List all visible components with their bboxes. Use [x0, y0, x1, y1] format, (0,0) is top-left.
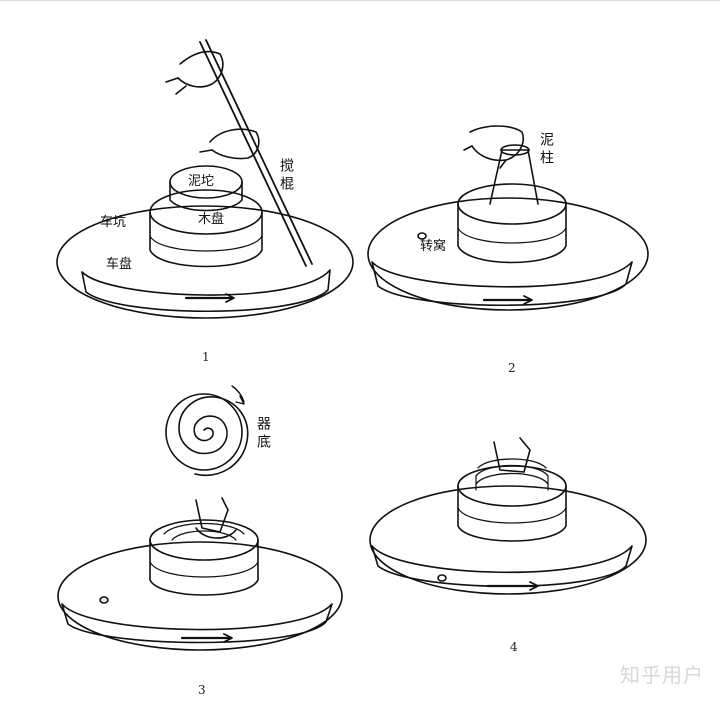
- clay-column: [489, 149, 539, 205]
- wheel-disc-outline: [81, 269, 331, 313]
- hand-3: [195, 497, 229, 533]
- panel-3-drawing: [57, 385, 343, 651]
- label-wheel-disc: 车盘: [106, 257, 133, 272]
- panel-1-drawing: [56, 39, 354, 319]
- vessel-base-spiral: [178, 396, 249, 477]
- label-wheel-pit: 车坑: [100, 215, 127, 230]
- hand-mid: [209, 128, 260, 160]
- label-clay-column: 泥柱: [538, 132, 554, 168]
- label-vessel-base: 器底: [255, 416, 271, 452]
- label-clay-lump: 泥坨: [188, 174, 215, 189]
- wheel-pit-outline: [56, 205, 354, 319]
- panel-number-3: 3: [198, 683, 206, 697]
- panel-4-drawing: [369, 437, 647, 595]
- label-lever-stick: 搅棍: [278, 158, 294, 194]
- turning-socket-hole-3: [99, 596, 109, 604]
- turning-socket-hole-4: [437, 574, 447, 582]
- turning-socket-hole: [417, 232, 427, 240]
- watermark: 知乎用户: [620, 663, 704, 687]
- hand-2: [469, 125, 524, 162]
- panel-number-2: 2: [508, 361, 516, 375]
- wheel-pit-outline-2: [367, 197, 649, 311]
- top-border: [0, 0, 720, 5]
- hand-4: [493, 437, 531, 473]
- hand-top: [177, 50, 224, 88]
- panel-number-4: 4: [510, 640, 518, 654]
- label-turning-socket: 转窝: [420, 239, 447, 254]
- panel-2-drawing: [367, 125, 649, 311]
- coiled-wall: [475, 458, 549, 485]
- label-wooden-tray: 木盘: [198, 212, 225, 227]
- panel-number-1: 1: [202, 350, 210, 364]
